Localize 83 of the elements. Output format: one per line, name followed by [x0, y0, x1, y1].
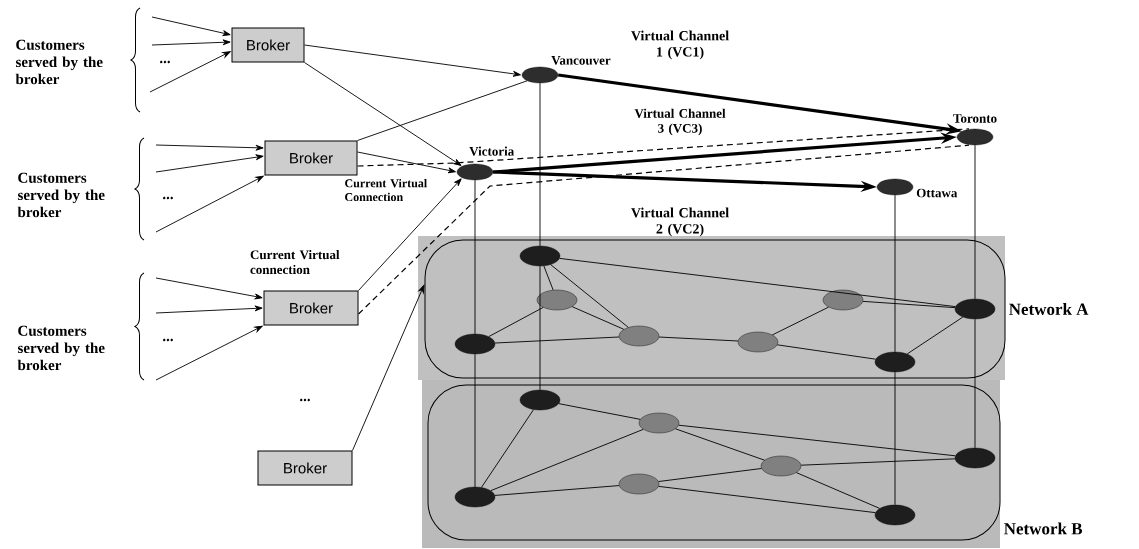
network-node — [519, 245, 561, 267]
network-label: Network A — [1009, 303, 1089, 315]
link-line — [906, 316, 964, 355]
ellipsis: ... — [160, 60, 170, 64]
customer-label: Customers served by the broker — [17, 325, 105, 371]
arrow — [155, 154, 264, 173]
network-node — [874, 351, 916, 373]
ellipsis: ... — [163, 196, 173, 200]
link-line — [559, 257, 956, 308]
network-node — [618, 325, 660, 347]
customer-label: Customers served by the broker — [15, 39, 103, 85]
link-line — [795, 472, 881, 509]
network-node — [454, 333, 496, 355]
edge-label: Virtual Channel 3 (VC3) — [634, 108, 726, 136]
link-line — [488, 307, 544, 338]
link-line — [658, 468, 762, 482]
network-node — [822, 289, 864, 311]
arrow — [155, 325, 263, 381]
network-node — [760, 455, 802, 477]
arrow — [155, 305, 263, 314]
dashed-line — [357, 144, 970, 315]
arrow — [155, 175, 264, 233]
link-line — [558, 403, 641, 420]
network-node — [638, 412, 680, 434]
edge-label: Virtual Channel 2 (VC2) — [631, 207, 729, 237]
network-node — [536, 289, 578, 311]
arrow — [155, 277, 263, 300]
link-line — [494, 336, 620, 344]
broker-box: Broker — [231, 27, 305, 63]
network-node — [874, 504, 916, 526]
arrow — [352, 284, 425, 451]
link-line — [357, 80, 528, 141]
link-line — [800, 458, 956, 466]
network-node — [954, 447, 996, 469]
link-line — [658, 336, 739, 342]
network-label: Network B — [1004, 522, 1083, 535]
link-line — [658, 485, 876, 514]
arrow — [151, 16, 231, 36]
ellipsis: ... — [163, 338, 173, 342]
link-line — [974, 144, 976, 300]
ellipsis: ... — [300, 398, 310, 402]
link-line — [862, 300, 956, 309]
broker-box: Broker — [263, 290, 359, 326]
arrow — [151, 39, 231, 46]
arrow — [155, 144, 264, 151]
link-line — [494, 485, 620, 496]
network-node — [954, 298, 996, 320]
arrow — [304, 44, 521, 77]
link-line — [974, 318, 976, 449]
edge-label: Current Virtual Connection — [345, 178, 427, 202]
broker-box: Broker — [257, 450, 353, 486]
arrow — [357, 151, 456, 174]
link-line — [675, 428, 765, 461]
link-line — [894, 194, 896, 353]
city-label: Toronto — [953, 114, 997, 123]
link-line — [543, 265, 554, 291]
edge-label: Current Virtual connection — [250, 250, 340, 275]
link-line — [894, 371, 896, 506]
link-line — [539, 82, 541, 247]
network-node — [519, 389, 561, 411]
city-label: Vancouver — [551, 56, 611, 65]
broker-box: Broker — [264, 140, 358, 176]
link-line — [678, 424, 956, 457]
link-line — [539, 265, 541, 391]
network-node — [737, 331, 779, 353]
link-line — [550, 264, 629, 328]
link-line — [490, 428, 644, 492]
dashed-line — [356, 128, 970, 167]
link-line — [474, 353, 476, 488]
city-label: Ottawa — [916, 188, 958, 198]
network-node — [454, 486, 496, 508]
link-line — [481, 409, 534, 488]
arrow — [358, 178, 462, 291]
link-line — [474, 179, 476, 335]
link-line — [571, 306, 625, 330]
arrow — [149, 51, 231, 93]
customer-label: Customers served by the broker — [17, 172, 105, 218]
arrow — [304, 62, 462, 166]
network-node — [618, 473, 660, 495]
link-line — [776, 344, 877, 360]
edge-label: Virtual Channel 1 (VC1) — [631, 30, 729, 60]
city-label: Victoria — [469, 146, 514, 156]
link-line — [772, 306, 830, 336]
